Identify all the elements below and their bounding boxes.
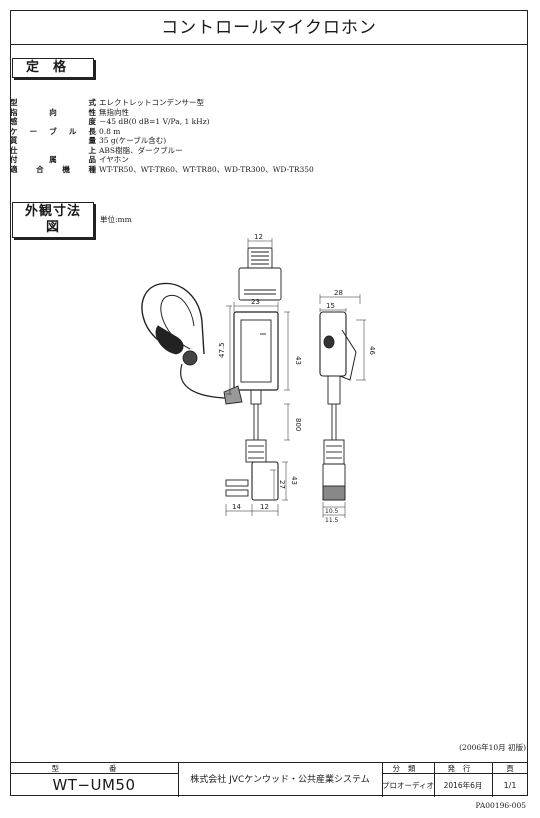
spec-row: 感度－45 dB(0 dB=1 V/Pa, 1 kHz) [10,117,450,127]
spec-value: エレクトレットコンデンサー型 [99,98,204,107]
spec-key-char: 品 [88,155,97,164]
spec-key-char: ー [29,126,38,136]
spec-key-char: 長 [88,126,97,136]
spec-row: 付 属 品イヤホン [10,155,450,165]
spec-key-char: 付 [10,155,18,164]
dim-side-depth: 28 [334,289,343,297]
spec-key: ケーブル長 [10,127,96,137]
document-frame: コントロールマイクロホン [10,10,528,796]
spec-row: 指 向 性無指向性 [10,108,450,118]
dim-body-height: 43 [294,356,302,365]
spec-key-char: 型 [10,98,18,107]
dim-overall-height: 47.5 [218,342,226,358]
dim-side-clip: 15 [326,302,335,310]
dim-body-width: 23 [251,298,260,306]
spec-key-char: 向 [49,107,57,117]
spec-key-char: 性 [88,107,97,117]
spec-key-char: 感 [10,117,18,126]
spec-key-char: 種 [88,164,96,174]
spec-value: イヤホン [99,155,129,164]
dim-connector-b: 12 [260,503,269,511]
spec-value: 35 g(ケーブル含む) [99,136,167,145]
spec-value: 無指向性 [99,107,129,117]
dim-plug-width: 12 [254,234,263,241]
spec-key-char: 合 [36,164,44,174]
spec-key-char: 属 [49,155,57,164]
dimension-drawing: 12 23 43 47.5 800 43 27 14 12 28 15 46 1… [141,234,376,524]
document-number: PA00196-005 [475,801,526,810]
spec-value: WT-TR50、WT-TR60、WT-TR80、WD-TR300、WD-TR35… [99,164,314,174]
spec-key: 型式 [10,98,96,108]
spec-key-char: ブ [49,126,57,136]
issue-note: (2006年10月 初版) [459,743,526,752]
spec-key-char: 量 [88,136,97,145]
spec-key-char: 上 [88,145,97,155]
dim-side-height: 46 [368,346,376,355]
dim-cable-length: 800 [294,418,302,431]
spec-value: －45 dB(0 dB=1 V/Pa, 1 kHz) [99,117,210,126]
spec-key-char: 仕 [10,145,18,155]
spec-key: 感度 [10,117,96,127]
dim-connector-h2: 43 [290,476,298,485]
dimension-section-label: 外観寸法図 [12,202,94,238]
dim-connector-a: 14 [232,503,241,511]
spec-key: 適合機種 [10,165,96,175]
spec-key: 仕上 [10,146,96,156]
dim-side-base2: 11.5 [325,517,339,524]
spec-key-char: 機 [62,164,70,174]
spec-key-char: ル [68,126,77,136]
dim-connector-h1: 27 [278,480,286,489]
spec-value: 0.8 m [99,126,121,136]
spec-key: 質量 [10,136,96,146]
spec-key-char: ケ [10,126,18,136]
spec-value: ABS樹脂、ダークブルー [99,145,183,155]
spec-row: 型式エレクトレットコンデンサー型 [10,98,450,108]
document-title: コントロールマイクロホン [11,11,527,45]
spec-key-char: 式 [88,98,97,107]
spec-key-char: 度 [88,117,97,126]
spec-key-char: 適 [10,164,18,174]
dim-side-base1: 10.5 [325,508,339,515]
spec-section-label: 定格 [12,58,94,78]
spec-key: 指向性 [10,108,96,118]
spec-key: 付属品 [10,155,96,165]
spec-key-char: 指 [10,107,18,117]
unit-note: 単位:mm [100,215,132,224]
spec-key-char: 質 [10,136,18,145]
